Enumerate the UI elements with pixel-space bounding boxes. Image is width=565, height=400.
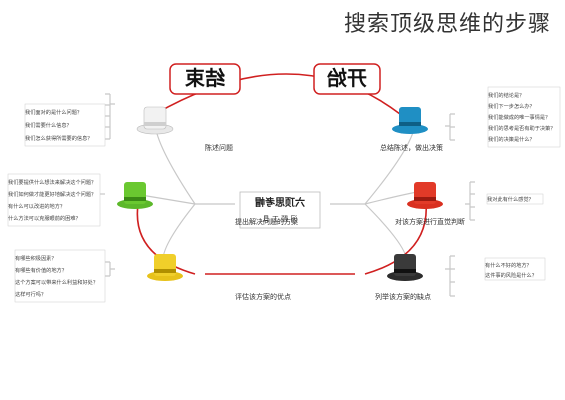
- note: 有哪些积极因素？: [15, 254, 57, 262]
- hat-label-white: 陈述问题: [205, 143, 233, 152]
- center-node: 六顶思考帽 问 题 工 具: [239, 191, 321, 229]
- start-label: 开始: [327, 66, 367, 90]
- note: 我们需要什么信息？: [25, 121, 72, 129]
- hat-label-yellow: 评估该方案的优点: [235, 292, 291, 301]
- note: 我们要提供什么想法来解决这个问题？: [8, 178, 96, 186]
- hat-white: [136, 106, 174, 135]
- notes-blue: 我们的结论是？ 我们下一步怎么办？ 我们能做成的唯一事情是？ 我们的思考是否有助…: [487, 86, 561, 148]
- notes-yellow: 有哪些积极因素？ 有哪些有价值的地方？ 这个方案可以带来什么利益和好处？ 这样可…: [14, 249, 106, 303]
- end-label: 结束: [184, 66, 225, 90]
- notes-green: 我们要提供什么想法来解决这个问题？ 我们如何做才能更好地解决这个问题？ 有什么可…: [7, 173, 101, 227]
- hat-red: [407, 182, 443, 209]
- note: 这个方案可以带来什么利益和好处？: [15, 278, 98, 286]
- note: 有哪些有价值的地方？: [15, 266, 67, 274]
- note: 有什么不好的地方？: [485, 261, 532, 269]
- note: 我们的结论是？: [488, 91, 524, 99]
- mindmap-diagram: 开始 结束 六顶思考帽 问 题 工 具: [0, 44, 565, 374]
- center-title: 六顶思考帽: [255, 196, 305, 209]
- note: 这样可行吗？: [15, 290, 46, 298]
- flow-arrow: [154, 73, 401, 115]
- note: 我对此有什么感觉？: [487, 195, 534, 203]
- start-badge: 开始: [313, 63, 381, 95]
- branch-lines: [100, 93, 475, 297]
- note: 我们下一步怎么办？: [488, 102, 535, 110]
- page-title: 搜索顶级思维的步骤: [343, 12, 551, 37]
- note: 我们怎么获得所需要的信息？: [25, 134, 92, 142]
- hat-yellow: [147, 254, 183, 281]
- notes-black: 有什么不好的地方？ 这件事的风险是什么？: [484, 257, 546, 281]
- notes-white: 我们面对的是什么问题？ 我们需要什么信息？ 我们怎么获得所需要的信息？: [24, 103, 106, 147]
- hat-label-blue: 总结陈述，做出决策: [380, 143, 443, 152]
- center-subtitle: 问 题 工 具: [263, 215, 298, 223]
- end-badge: 结束: [169, 63, 241, 95]
- note: 我们如何做才能更好地解决这个问题？: [8, 190, 96, 198]
- note: 我们的决策是什么？: [488, 135, 535, 143]
- hat-label-black: 列举该方案的缺点: [375, 292, 431, 301]
- note: 这件事的风险是什么？: [485, 271, 537, 279]
- note: 我们能做成的唯一事情是？: [488, 113, 550, 121]
- note: 我们的思考是否有助于决策？: [488, 124, 555, 132]
- hat-label-green: 提出解决问题的方案: [235, 217, 298, 226]
- hat-green: [117, 182, 153, 209]
- hat-blue: [392, 107, 428, 134]
- notes-red: 我对此有什么感觉？: [486, 193, 544, 205]
- hat-label-red: 对该方案进行直觉判断: [395, 217, 465, 226]
- note: 什么方法可以克服眼前的困难？: [8, 214, 81, 222]
- note: 我们面对的是什么问题？: [25, 108, 82, 116]
- hat-black: [387, 254, 423, 281]
- note: 有什么可以改进的地方？: [8, 202, 65, 210]
